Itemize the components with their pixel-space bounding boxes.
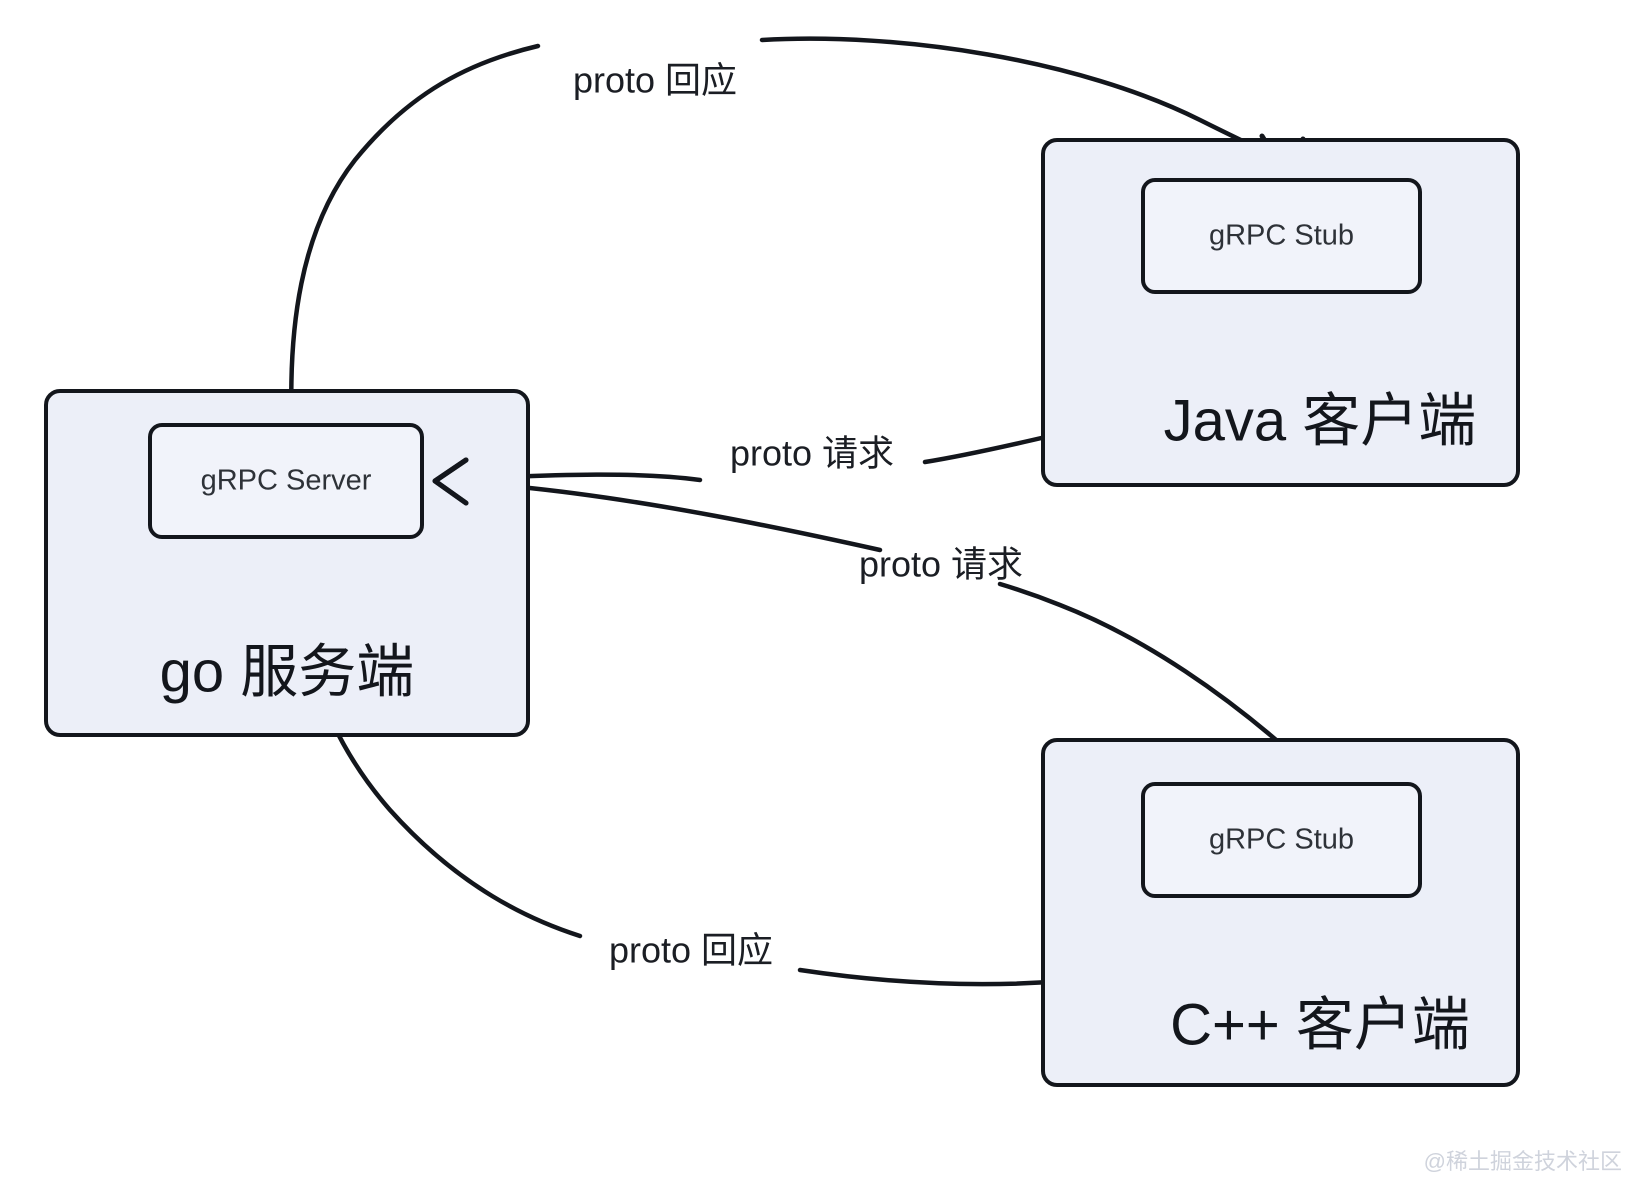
edge-label-go-to-java-response: proto 回应 [573,60,737,101]
node-go-server[interactable]: go 服务端 gRPC Server [44,389,530,737]
edge-cpp-to-go-request [438,479,1285,748]
edge-path-segment-a [289,43,541,431]
cpp-grpc-stub-inner-box[interactable] [1141,782,1422,898]
edge-path-segment-a [997,581,1285,748]
node-java-client[interactable]: Java 客户端 gRPC Stub [1041,138,1520,487]
java-client-title: Java 客户端 [1164,388,1477,453]
java-grpc-stub-label: gRPC Stub [1209,220,1354,252]
edge-label-cpp-to-go-request: proto 请求 [859,544,1023,585]
grpc-server-label: gRPC Server [201,465,372,497]
grpc-server-inner-box[interactable] [148,423,424,539]
arrowhead-into-grpc-server-from-cpp-icon [432,457,469,506]
node-cpp-client[interactable]: C++ 客户端 gRPC Stub [1041,738,1520,1087]
watermark-text: @稀土掘金技术社区 [1424,1149,1622,1174]
cpp-client-title: C++ 客户端 [1170,992,1470,1057]
cpp-grpc-stub-label: gRPC Stub [1209,824,1354,856]
edge-label-java-to-go-request: proto 请求 [730,433,894,474]
go-server-title: go 服务端 [160,639,415,704]
edge-label-go-to-cpp-response: proto 回应 [609,930,773,971]
java-grpc-stub-inner-box[interactable] [1141,178,1422,294]
